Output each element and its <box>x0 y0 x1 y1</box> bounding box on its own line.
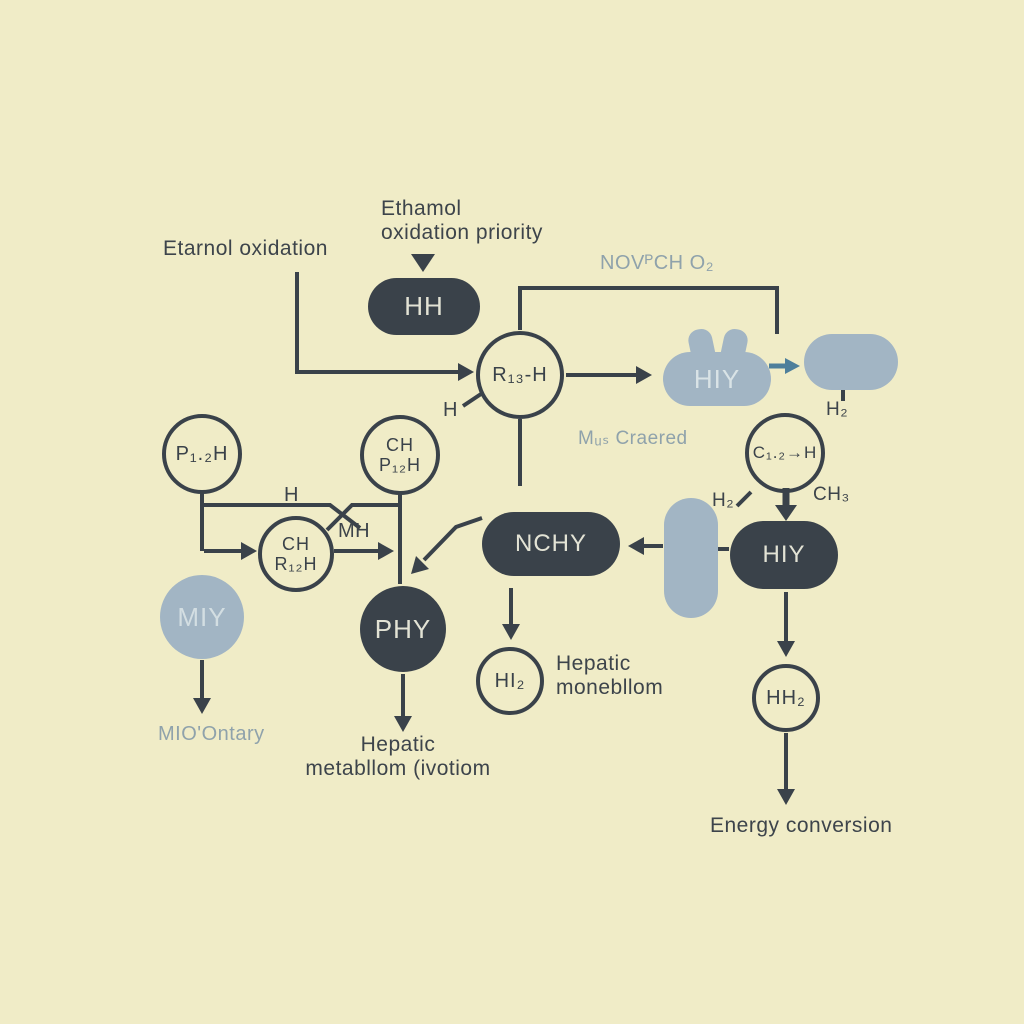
blue-pill-right <box>804 334 898 390</box>
line-chr12h-to-chp12h-branch <box>325 503 398 532</box>
arrow-p12h-to-chr12h <box>204 542 257 560</box>
hi2-label: HI₂ <box>494 669 526 692</box>
arrow-mh <box>334 542 394 560</box>
line-r13h-nov-elbow <box>518 286 779 334</box>
c12h-label: C₁.₂→H <box>752 443 818 462</box>
arrow-bluepill-to-nchy <box>628 537 663 555</box>
chp12h-circle: CH P₁₂H <box>360 415 440 495</box>
ethanol-priority-label: Ethamol oxidation priority <box>381 197 543 245</box>
triangle-priority-pointer <box>411 254 435 272</box>
hepatic-mono-line1: Hepatic <box>556 652 631 675</box>
mio-ontary-label: MIO'Ontary <box>158 723 265 745</box>
chr12h-label-line2: R₁₂H <box>274 554 318 574</box>
h-near-r13h-label: H <box>443 399 458 421</box>
arrow-nchy-to-phy-diagonal <box>411 516 483 574</box>
arrow-etarnol-to-r13h <box>295 272 474 381</box>
nchy-label: NCHY <box>514 530 587 557</box>
ch3-label: CH₃ <box>813 484 850 505</box>
chp12h-label-line2: P₁₂H <box>378 455 422 475</box>
arrow-hh2-down <box>777 733 795 805</box>
arrow-phy-down <box>394 674 412 732</box>
nov-cho2-label: NOVᴾCH O₂ <box>600 252 714 274</box>
hi2-circle: HI₂ <box>476 647 544 715</box>
mh-label: MH <box>338 520 371 542</box>
arrow-nchy-down <box>502 588 520 640</box>
mus-craered-label: Mᵤₛ Craered <box>578 428 688 449</box>
chr12h-label-line1: CH <box>282 534 310 554</box>
miy-label: MIY <box>177 601 227 632</box>
hh-pill-label: HH <box>404 291 444 321</box>
hh-pill: HH <box>368 278 480 335</box>
c12h-circle: C₁.₂→H <box>745 413 825 493</box>
chr12h-circle: CH R₁₂H <box>258 516 334 592</box>
h-mid-left-label: H <box>284 484 299 506</box>
phy-label: PHY <box>374 613 432 644</box>
teal-arrow-bunny-to-pill <box>769 358 800 374</box>
energy-conversion-label: Energy conversion <box>710 814 893 837</box>
tick-h-r13h <box>461 392 483 408</box>
h2-left-of-c12h-label: H₂ <box>712 490 735 511</box>
etarnol-oxidation-label: Etarnol oxidation <box>163 237 328 260</box>
r13h-label: R₁₃-H <box>492 363 548 386</box>
hepatic-mono-line2: monebllom <box>556 676 664 699</box>
miy-circle: MIY <box>160 575 244 659</box>
arrow-hiy-down <box>777 592 795 657</box>
tall-blue-pill <box>664 498 718 618</box>
r13h-circle: R₁₃-H <box>476 331 564 419</box>
h2-below-blue-pill-label: H₂ <box>826 399 849 420</box>
hiy-bunny-label: HIY <box>693 363 741 394</box>
line-p12h-branch-right <box>202 503 362 530</box>
hepatic-mono-label: Hepatic monebllom <box>556 652 663 700</box>
nchy-pill: NCHY <box>482 512 620 576</box>
hiy-pill: HIY <box>730 521 838 589</box>
hepatic-metab-line2: metabllom (ivotiom <box>305 757 491 780</box>
hepatic-metab-label: Hepatic metabllom (ivotiom <box>298 733 498 781</box>
arrow-miy-down <box>193 660 211 714</box>
hiy-bunny: HIY <box>663 352 771 406</box>
arrow-r13h-to-hiy-bunny <box>566 366 652 384</box>
hh2-label: HH₂ <box>766 686 806 709</box>
ethanol-priority-line2: oxidation priority <box>381 221 543 244</box>
chp12h-label-line1: CH <box>386 435 414 455</box>
ethanol-priority-line1: Ethamol <box>381 197 462 220</box>
phy-circle: PHY <box>360 586 446 672</box>
p12h-circle: P₁.₂H <box>162 414 242 494</box>
p12h-label: P₁.₂H <box>175 442 229 465</box>
hiy-pill-label: HIY <box>762 541 806 568</box>
hepatic-metab-line1: Hepatic <box>360 733 436 756</box>
hh2-circle: HH₂ <box>752 664 820 732</box>
tick-h2-c12h <box>735 490 753 508</box>
